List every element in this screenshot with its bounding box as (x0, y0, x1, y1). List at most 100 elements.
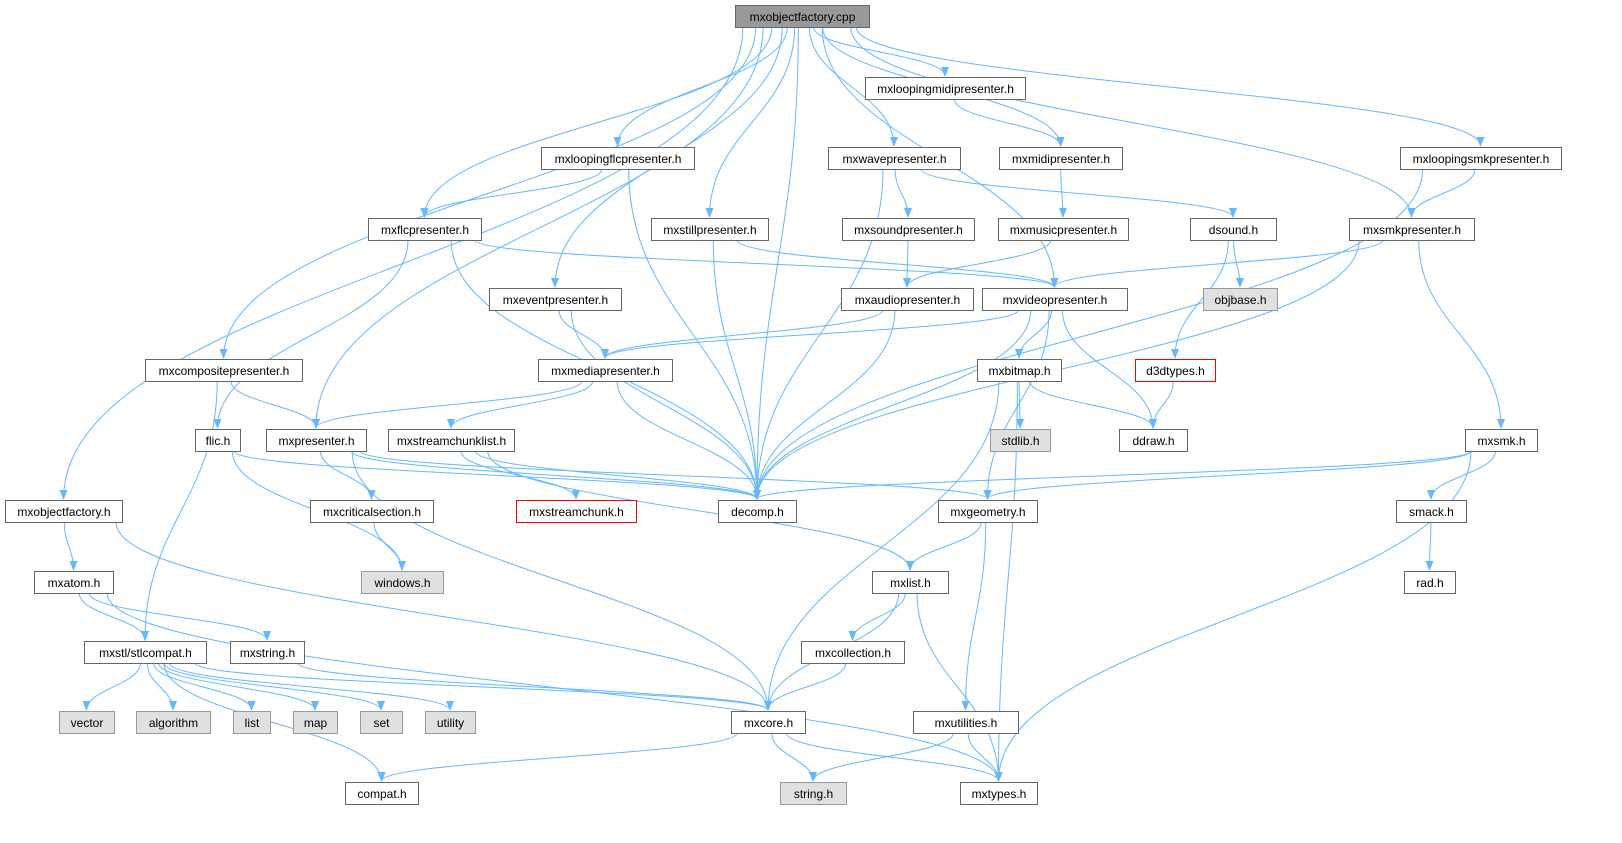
edge-string-to-core (297, 662, 772, 711)
node-label: mxobjectfactory.h (17, 505, 110, 519)
node-chunklist[interactable]: mxstreamchunklist.h (388, 429, 515, 452)
edge-still-to-video (736, 239, 1059, 288)
node-box (865, 77, 1026, 100)
node-label: mxbitmap.h (988, 364, 1050, 378)
node-cpp[interactable]: mxobjectfactory.cpp (735, 5, 870, 28)
node-bitmap[interactable]: mxbitmap.h (977, 359, 1062, 382)
node-box (388, 429, 515, 452)
node-label: rad.h (1416, 576, 1443, 590)
node-wave[interactable]: mxwavepresenter.h (828, 147, 961, 170)
node-media[interactable]: mxmediapresenter.h (538, 359, 673, 382)
node-box (538, 359, 673, 382)
node-geometry[interactable]: mxgeometry.h (938, 500, 1038, 523)
node-label: windows.h (373, 576, 430, 590)
node-music[interactable]: mxmusicpresenter.h (998, 218, 1129, 241)
node-loopsmk[interactable]: mxloopingsmkpresenter.h (1400, 147, 1562, 170)
node-label: mxsmk.h (1478, 434, 1526, 448)
node-box (360, 711, 403, 734)
node-label: mxutilities.h (935, 716, 998, 730)
edge-video-to-decomp (753, 309, 1032, 500)
node-box (731, 711, 806, 734)
node-box (145, 359, 303, 382)
node-compat[interactable]: compat.h (345, 782, 419, 805)
edge-core-to-types (785, 732, 1003, 782)
node-chunk[interactable]: mxstreamchunk.h (516, 500, 637, 523)
node-utilities[interactable]: mxutilities.h (913, 711, 1019, 734)
node-rad[interactable]: rad.h (1404, 571, 1456, 594)
edge-composite-to-presenter (230, 380, 320, 429)
node-label: mxmusicpresenter.h (1010, 223, 1117, 237)
node-smk[interactable]: mxsmk.h (1465, 429, 1538, 452)
edge-presenter-to-geometry (359, 450, 992, 500)
node-windows: windows.h (361, 571, 444, 594)
edge-composite-to-stlcompat (141, 380, 218, 641)
node-algorithm: algorithm (136, 711, 211, 734)
node-label: mxobjectfactory.cpp (750, 10, 856, 24)
node-loopflc[interactable]: mxloopingflcpresenter.h (541, 147, 695, 170)
edge-cpp-to-still (705, 26, 796, 218)
node-vector: vector (59, 711, 115, 734)
node-label: mxstreamchunklist.h (397, 434, 506, 448)
node-dsound[interactable]: dsound.h (1190, 218, 1277, 241)
edge-factoryh-to-core (115, 521, 772, 711)
node-label: decomp.h (731, 505, 784, 519)
edge-cpp-to-presenter (312, 26, 764, 429)
node-flic[interactable]: flic.h (195, 429, 241, 452)
edge-dsound-to-d3d (1171, 239, 1229, 359)
node-decomp[interactable]: decomp.h (718, 500, 797, 523)
edge-atom-to-string (88, 592, 271, 641)
node-list[interactable]: mxlist.h (872, 571, 949, 594)
node-collection[interactable]: mxcollection.h (801, 641, 905, 664)
node-video[interactable]: mxvideopresenter.h (982, 288, 1128, 311)
node-box (999, 147, 1123, 170)
edge-critsec-to-windows (373, 521, 406, 571)
node-presenter[interactable]: mxpresenter.h (266, 429, 367, 452)
edge-geometry-to-utilities (961, 521, 987, 711)
node-label: mxloopingmidipresenter.h (877, 82, 1014, 96)
node-label: mxtypes.h (972, 787, 1027, 801)
edge-factoryh-to-atom (63, 521, 78, 571)
node-midi[interactable]: mxmidipresenter.h (999, 147, 1123, 170)
edge-event-to-media (558, 309, 609, 359)
node-d3d[interactable]: d3dtypes.h (1135, 359, 1216, 382)
edge-core-to-stringh (771, 732, 817, 782)
node-core[interactable]: mxcore.h (731, 711, 806, 734)
node-loopmidi[interactable]: mxloopingmidipresenter.h (865, 77, 1026, 100)
edge-loopmidi-to-midi (953, 98, 1065, 147)
edge-cpp-to-smkp (850, 26, 1416, 218)
node-box (977, 359, 1062, 382)
node-string[interactable]: mxstring.h (230, 641, 305, 664)
node-stdlist: list (233, 711, 271, 734)
node-event[interactable]: mxeventpresenter.h (489, 288, 622, 311)
node-label: mxstillpresenter.h (663, 223, 756, 237)
node-box (84, 641, 207, 664)
edge-stlcompat-to-compat (163, 662, 386, 782)
node-composite[interactable]: mxcompositepresenter.h (145, 359, 303, 382)
edge-list-to-collection (848, 592, 906, 641)
edge-chunklist-to-decomp (474, 450, 761, 500)
edge-bitmap-to-stdlib (1015, 380, 1024, 429)
node-types[interactable]: mxtypes.h (960, 782, 1038, 805)
node-smkp[interactable]: mxsmkpresenter.h (1349, 218, 1475, 241)
node-critsec[interactable]: mxcriticalsection.h (310, 500, 434, 523)
node-stlcompat[interactable]: mxstl/stlcompat.h (84, 641, 207, 664)
edge-video-to-ddraw (1061, 309, 1157, 429)
node-atom[interactable]: mxatom.h (34, 571, 114, 594)
edge-loopflc-to-decomp (628, 168, 761, 500)
node-ddraw[interactable]: ddraw.h (1119, 429, 1188, 452)
node-sound[interactable]: mxsoundpresenter.h (842, 218, 975, 241)
node-still[interactable]: mxstillpresenter.h (651, 218, 769, 241)
node-factoryh[interactable]: mxobjectfactory.h (5, 500, 123, 523)
node-box (842, 218, 975, 241)
node-flc[interactable]: mxflcpresenter.h (368, 218, 482, 241)
node-utility: utility (425, 711, 476, 734)
node-label: utility (437, 716, 464, 730)
node-audio[interactable]: mxaudiopresenter.h (841, 288, 974, 311)
node-label: mxcore.h (744, 716, 793, 730)
edge-event-to-decomp (570, 309, 761, 500)
edge-flc-to-flic (213, 239, 409, 429)
node-box (828, 147, 961, 170)
edge-music-to-audio (903, 239, 1052, 288)
node-box (998, 218, 1129, 241)
node-smack[interactable]: smack.h (1396, 500, 1467, 523)
